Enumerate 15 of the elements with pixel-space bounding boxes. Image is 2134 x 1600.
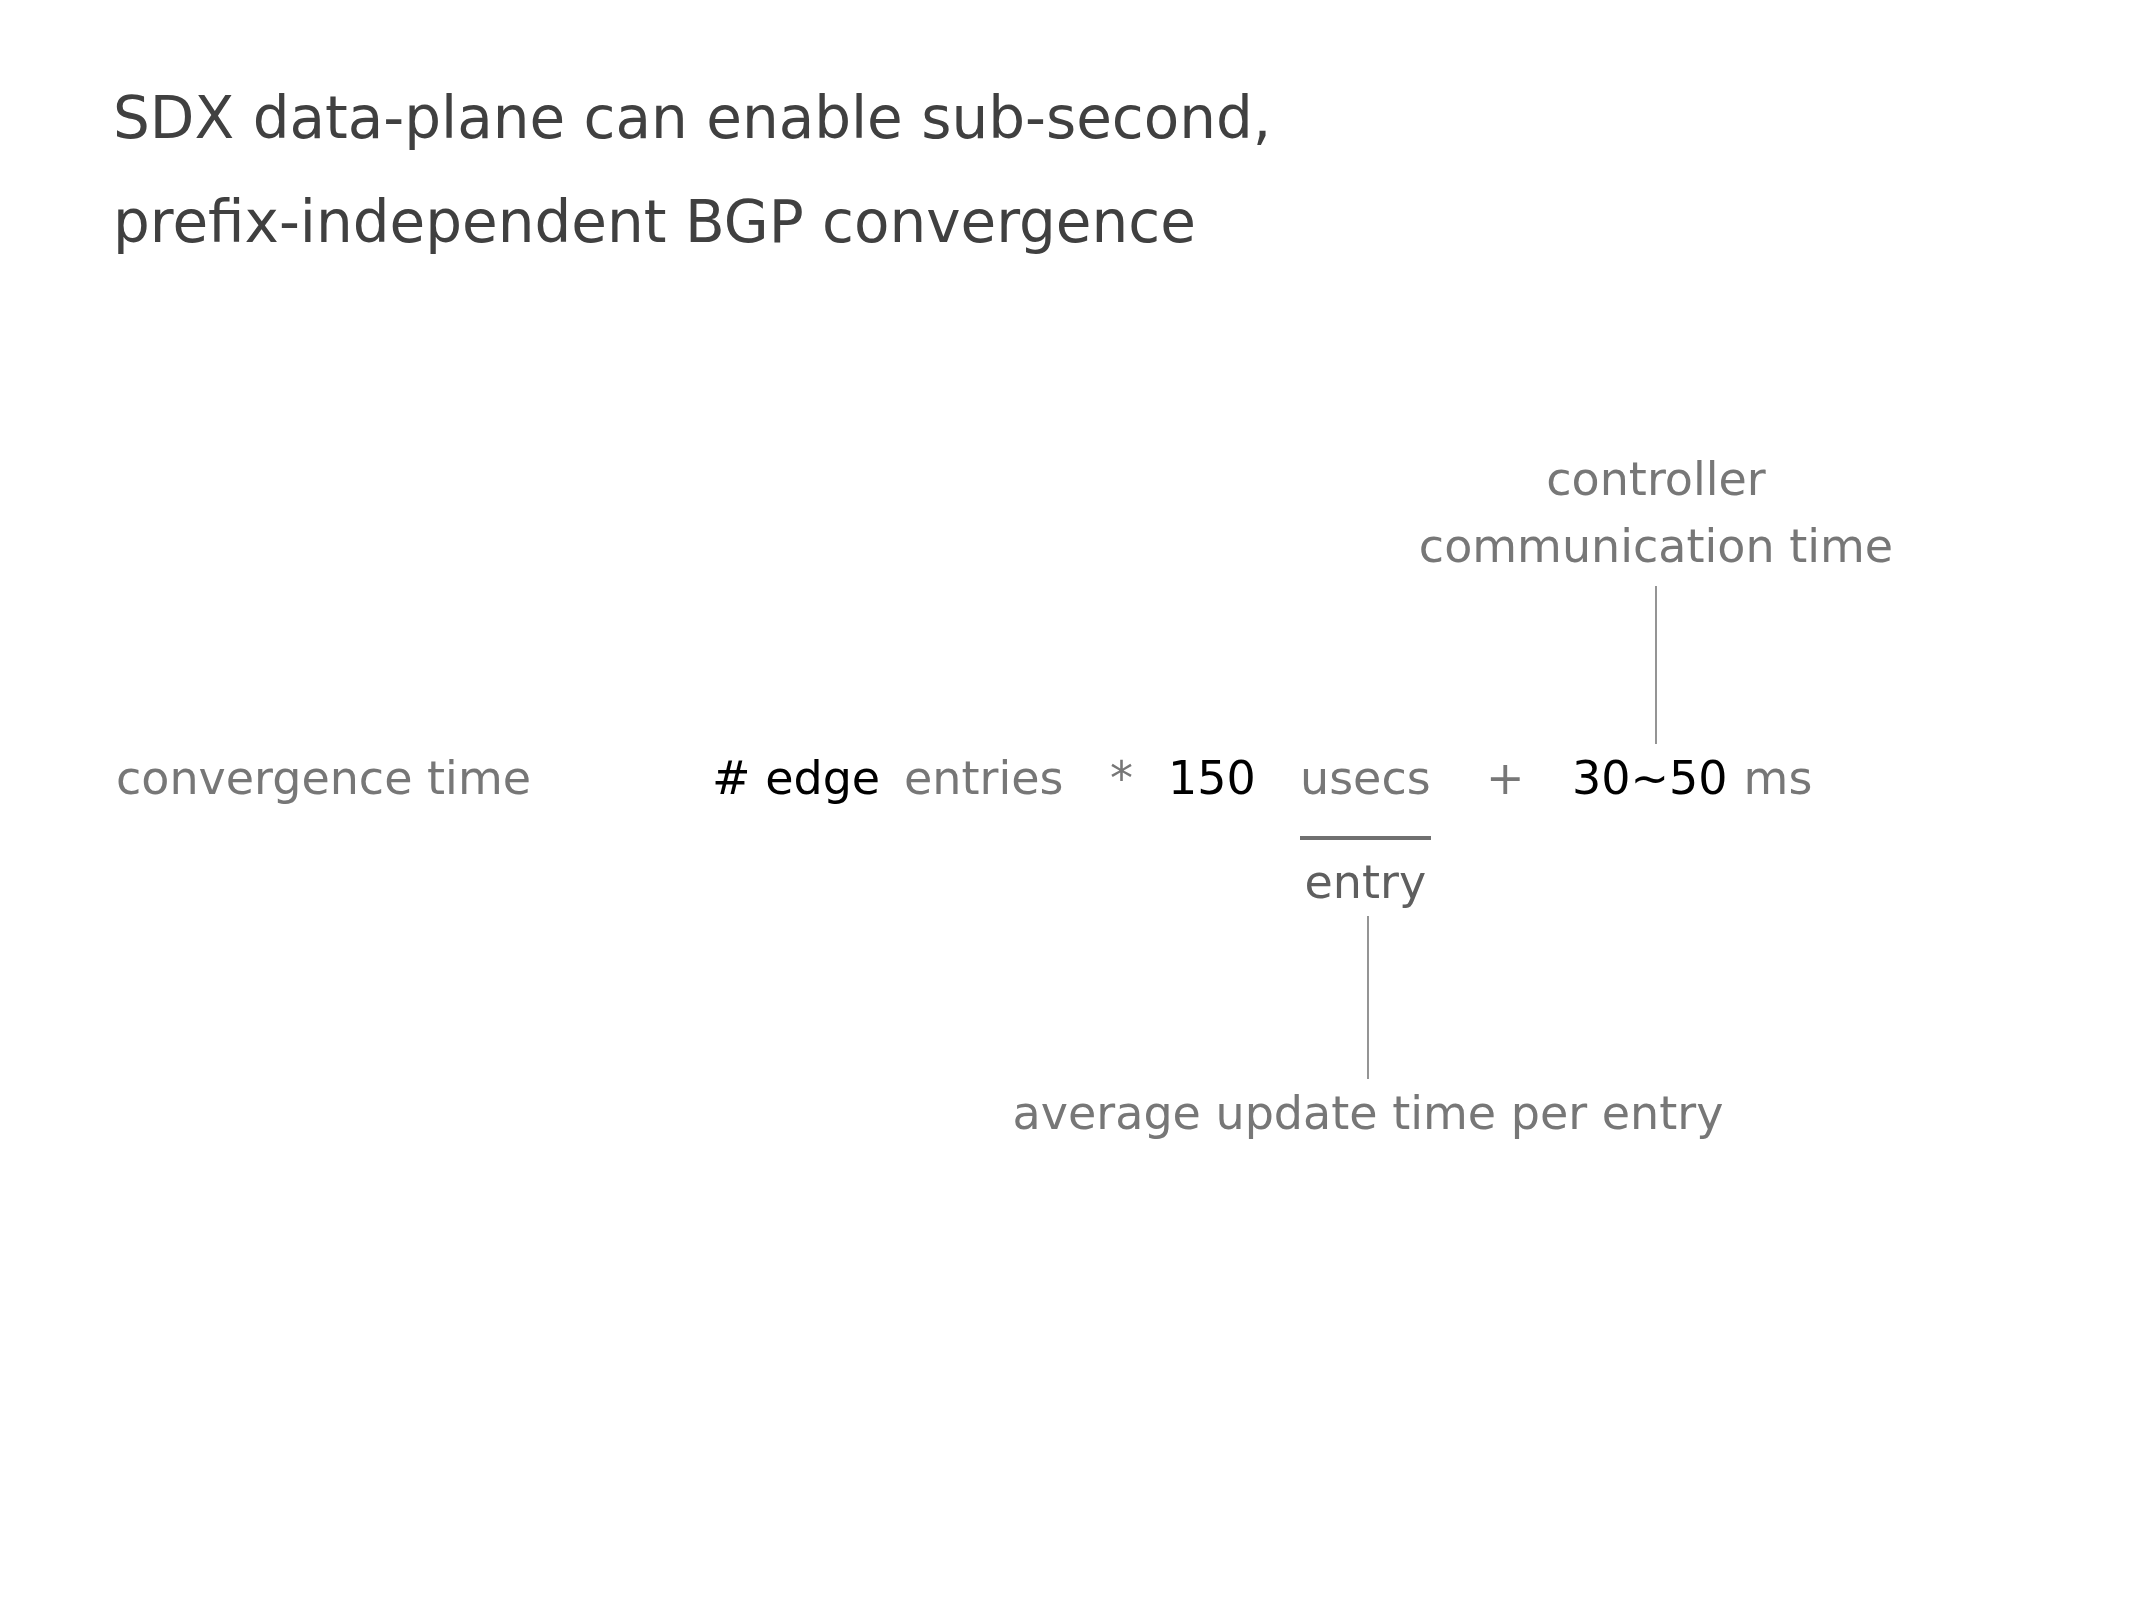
leader-line: [1655, 585, 1657, 745]
formula-term: # edge: [712, 750, 881, 806]
unit-text: ms: [1743, 750, 1813, 806]
formula-label: convergence time: [116, 750, 531, 806]
number: 150: [1168, 750, 1256, 806]
denominator-unit: entry: [1303, 854, 1428, 910]
slide-title: SDX data-plane can enable sub-second, prefix-independent BGP convergence: [113, 83, 1273, 258]
annotation-text: controller communication time: [1376, 446, 1936, 580]
formula-term: entries: [904, 750, 1064, 806]
numerator-unit: usecs: [1300, 750, 1431, 806]
operator-sign: +: [1486, 750, 1525, 806]
annotation-text: average update time per entry: [1012, 1085, 1724, 1141]
operator-sign: *: [1110, 750, 1133, 806]
number: 30~50: [1572, 750, 1728, 806]
leader-line: [1367, 915, 1369, 1080]
